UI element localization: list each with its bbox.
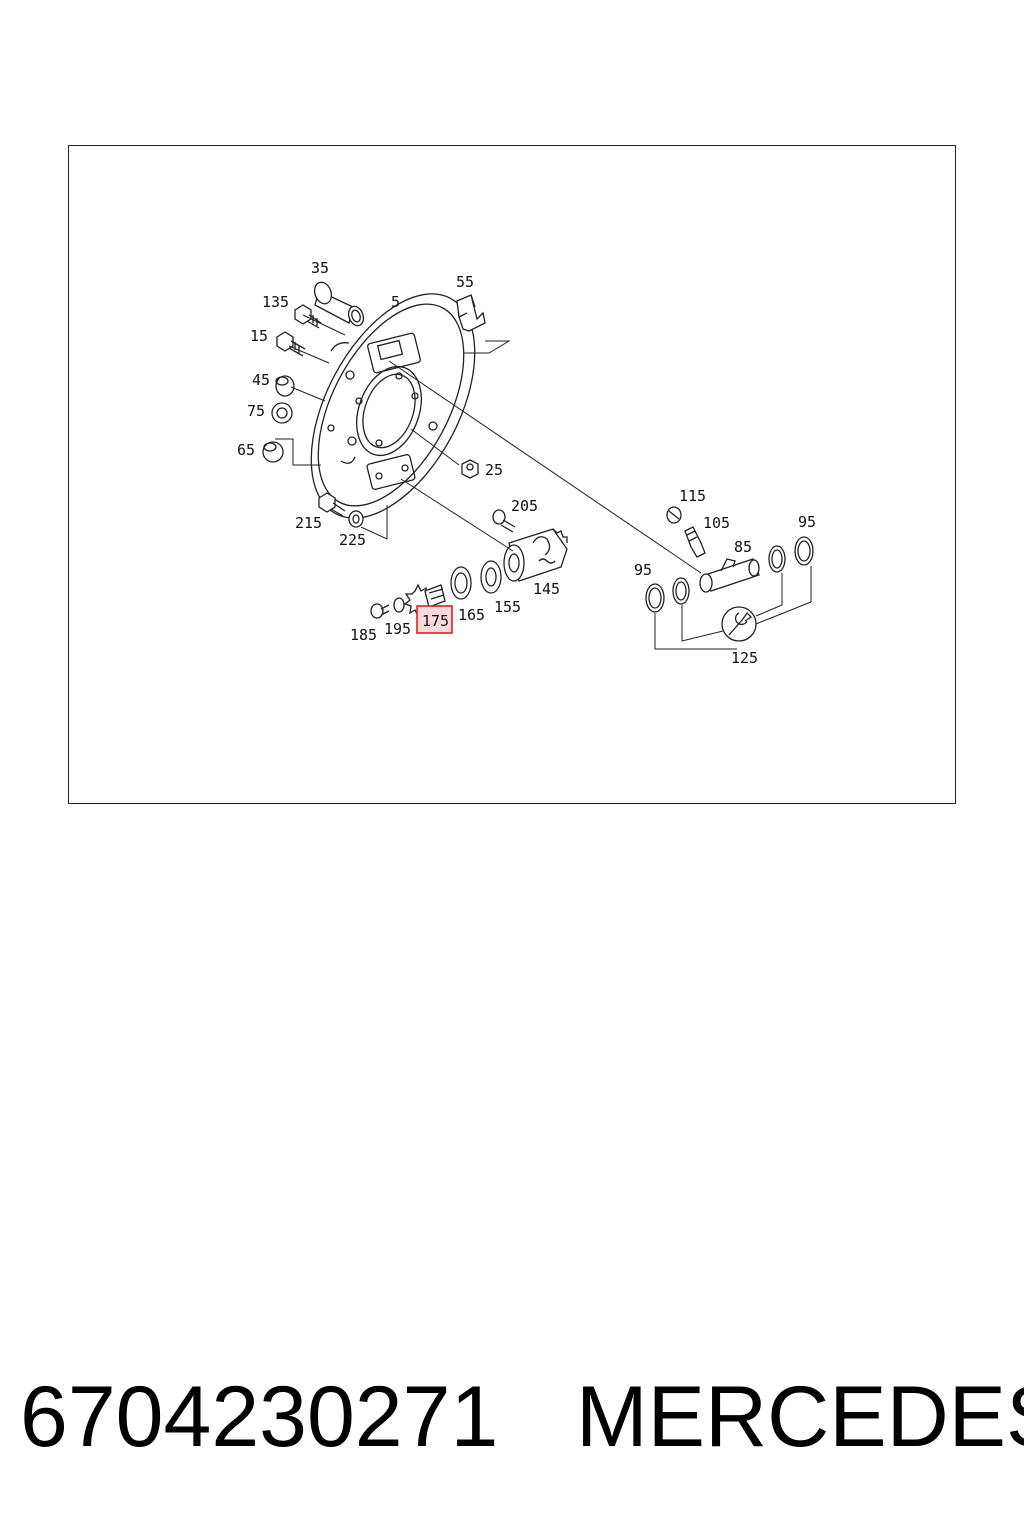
bushing-part-45	[275, 375, 295, 397]
wheel-cylinder-part-145	[503, 528, 568, 582]
callout-25[interactable]: 25	[485, 461, 503, 479]
callout-205[interactable]: 205	[511, 497, 538, 515]
callout-5[interactable]: 5	[391, 293, 400, 311]
clip-part-55	[456, 294, 486, 332]
nut-part-25	[461, 459, 479, 479]
callout-15[interactable]: 15	[250, 327, 268, 345]
bolt-part-15	[276, 331, 306, 357]
callout-85[interactable]: 85	[734, 538, 752, 556]
brand-name: MERCEDES	[576, 1369, 1024, 1465]
callout-115[interactable]: 115	[679, 487, 706, 505]
diagram-frame: 35 135 5 55 15 45 75 65 25 215 225 205 1…	[68, 145, 956, 804]
callout-125[interactable]: 125	[731, 649, 758, 667]
callout-145[interactable]: 145	[533, 580, 560, 598]
bolt-part-215	[318, 492, 346, 517]
callout-185[interactable]: 185	[350, 626, 377, 644]
seal-part-95-right	[768, 536, 814, 573]
callout-35[interactable]: 35	[311, 259, 329, 277]
backing-plate-part	[310, 293, 476, 519]
callout-75[interactable]: 75	[247, 402, 265, 420]
cap-part-65	[262, 441, 284, 463]
nut-part-75	[271, 402, 293, 424]
callout-95-left[interactable]: 95	[634, 561, 652, 579]
bolt-part-135	[294, 304, 322, 329]
callout-95-right[interactable]: 95	[798, 513, 816, 531]
callout-labels: 35 135 5 55 15 45 75 65 25 215 225 205 1…	[237, 259, 816, 667]
callout-105[interactable]: 105	[703, 514, 730, 532]
seal-part-95-left	[645, 577, 690, 613]
footer: 6704230271 MERCEDES	[20, 1362, 1024, 1472]
callout-215[interactable]: 215	[295, 514, 322, 532]
washer-part-225	[348, 510, 364, 528]
screw-part-185	[370, 603, 390, 619]
ring-part-165	[450, 566, 472, 600]
callout-195[interactable]: 195	[384, 620, 411, 638]
callout-155[interactable]: 155	[494, 598, 521, 616]
cap-part-115	[666, 506, 682, 524]
callout-45[interactable]: 45	[252, 371, 270, 389]
callout-165[interactable]: 165	[458, 606, 485, 624]
callout-175[interactable]: 175	[422, 612, 449, 630]
callout-135[interactable]: 135	[262, 293, 289, 311]
exploded-parts-diagram: 35 135 5 55 15 45 75 65 25 215 225 205 1…	[237, 259, 816, 667]
callout-225[interactable]: 225	[339, 531, 366, 549]
leader-lines	[275, 314, 812, 650]
highlight-box-175	[416, 605, 453, 634]
callout-65[interactable]: 65	[237, 441, 255, 459]
callout-55[interactable]: 55	[456, 273, 474, 291]
cylinder-part-85	[699, 558, 760, 593]
part-number: 6704230271	[20, 1369, 499, 1465]
repair-kit-wrench-icon	[721, 606, 757, 642]
screw-part-205	[492, 509, 516, 533]
bleeder-part-105	[684, 526, 706, 558]
seal-part-155	[480, 560, 502, 594]
sleeve-part-35	[313, 281, 365, 327]
washer-part-195	[393, 597, 405, 613]
